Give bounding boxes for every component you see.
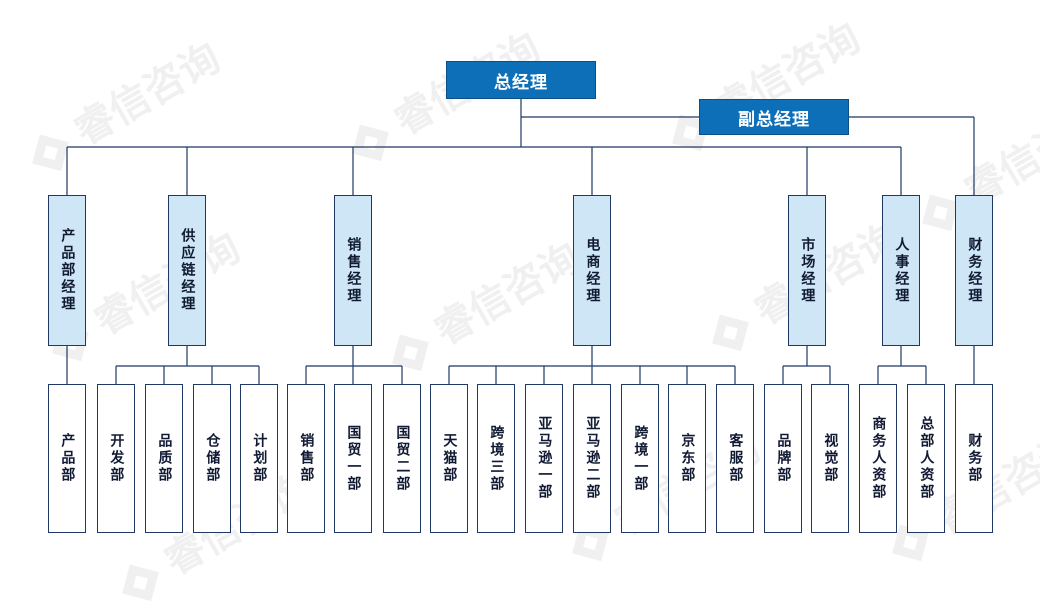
dept-box-label: 跨境一部 (632, 424, 649, 493)
dept-manager-box: 市场经理 (788, 195, 826, 346)
dept-box: 品牌部 (764, 384, 802, 533)
dept-box: 亚马逊二部 (573, 384, 611, 533)
ceo-box-label: 总经理 (494, 72, 548, 93)
vp-box: 副总经理 (699, 99, 849, 135)
dept-box-label: 亚马逊一部 (536, 416, 553, 501)
dept-box: 品质部 (145, 384, 183, 533)
dept-box: 跨境三部 (477, 384, 515, 533)
dept-box-label: 销售部 (298, 433, 315, 484)
dept-box-label: 视觉部 (822, 433, 839, 484)
dept-box: 国贸一部 (334, 384, 372, 533)
ceo-box: 总经理 (446, 61, 596, 99)
dept-box: 财务部 (955, 384, 993, 533)
dept-box-label: 仓储部 (204, 433, 221, 484)
dept-box-label: 国贸二部 (394, 424, 411, 493)
dept-box-label: 产品部 (59, 433, 76, 484)
dept-manager-box: 供应链经理 (168, 195, 206, 346)
dept-manager-box-label: 市场经理 (799, 236, 816, 305)
dept-box-label: 天猫部 (441, 433, 458, 484)
dept-box-label: 国贸一部 (345, 424, 362, 493)
dept-box: 商务人资部 (859, 384, 897, 533)
dept-manager-box: 人事经理 (882, 195, 920, 346)
dept-box-label: 亚马逊二部 (584, 416, 601, 501)
dept-box-label: 商务人资部 (870, 416, 887, 501)
dept-box: 开发部 (97, 384, 135, 533)
dept-box: 总部人资部 (907, 384, 945, 533)
vp-box-label: 副总经理 (738, 109, 810, 130)
dept-box: 仓储部 (193, 384, 231, 533)
dept-box: 视觉部 (811, 384, 849, 533)
connector-lines (66, 99, 975, 384)
dept-box: 计划部 (240, 384, 278, 533)
dept-manager-box-label: 供应链经理 (179, 228, 196, 313)
dept-box: 跨境一部 (621, 384, 659, 533)
dept-manager-box: 电商经理 (573, 195, 611, 346)
dept-box: 销售部 (287, 384, 325, 533)
dept-manager-box: 产品部经理 (48, 195, 86, 346)
dept-manager-box-label: 电商经理 (584, 236, 601, 305)
dept-manager-box-label: 产品部经理 (59, 228, 76, 313)
dept-box: 产品部 (48, 384, 86, 533)
dept-manager-box-label: 人事经理 (893, 236, 910, 305)
dept-box: 国贸二部 (383, 384, 421, 533)
dept-manager-box-label: 财务经理 (966, 236, 983, 305)
dept-box: 京东部 (668, 384, 706, 533)
org-chart: 睿信咨询睿信咨询睿信咨询睿信咨询睿信咨询睿信咨询睿信咨询睿信咨询睿信咨询睿信咨询… (32, 15, 1040, 602)
dept-box-label: 客服部 (727, 433, 744, 484)
dept-box: 客服部 (716, 384, 754, 533)
dept-box-label: 开发部 (108, 433, 125, 484)
dept-manager-box: 销售经理 (334, 195, 372, 346)
dept-box-label: 计划部 (251, 433, 268, 484)
dept-manager-box: 财务经理 (955, 195, 993, 346)
dept-manager-box-label: 销售经理 (345, 236, 362, 305)
dept-box-label: 品质部 (156, 433, 173, 484)
dept-box-label: 跨境三部 (488, 424, 505, 493)
dept-box: 天猫部 (430, 384, 468, 533)
dept-box-label: 财务部 (966, 433, 983, 484)
dept-box-label: 京东部 (679, 433, 696, 484)
dept-box-label: 总部人资部 (918, 416, 935, 501)
dept-box-label: 品牌部 (775, 433, 792, 484)
dept-box: 亚马逊一部 (525, 384, 563, 533)
